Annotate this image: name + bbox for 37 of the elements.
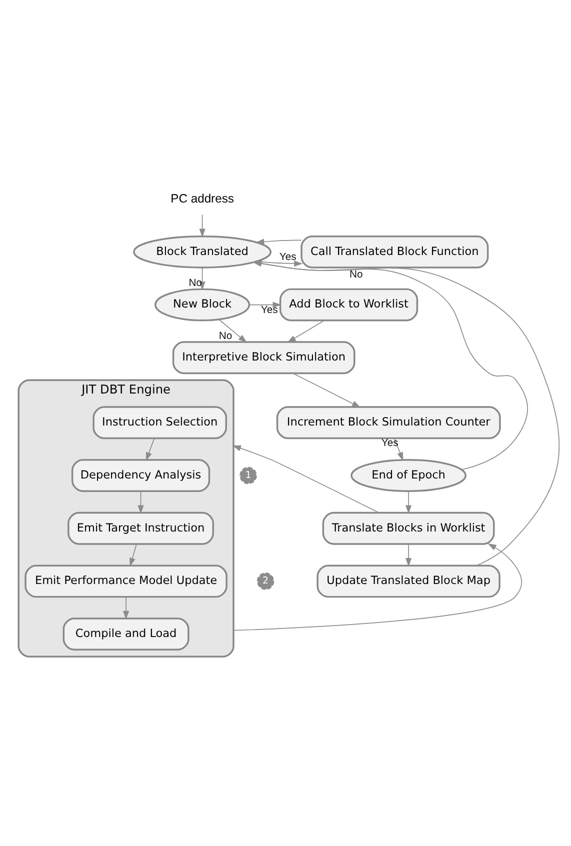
node-box: Dependency Analysis xyxy=(71,458,210,492)
label: 1 xyxy=(245,469,252,480)
node-ellipse: End of Epoch xyxy=(350,458,466,492)
node-box: Interpretive Block Simulation xyxy=(172,340,356,374)
arrow xyxy=(233,542,522,630)
node-box: Emit Target Instruction xyxy=(68,511,214,544)
arrow xyxy=(292,372,361,408)
arrow xyxy=(199,214,206,237)
node-text: PC address xyxy=(170,190,234,205)
node-box: Add Block to Worklist xyxy=(279,288,418,321)
arrow xyxy=(146,437,155,460)
arrow xyxy=(232,444,380,513)
arrow xyxy=(218,318,247,342)
edge-label: Yes xyxy=(279,252,296,263)
edge-label: Yes xyxy=(260,304,278,316)
arrow xyxy=(123,596,130,620)
node-box: Increment Block Simulation Counter xyxy=(276,406,501,439)
edge-label: No xyxy=(350,268,363,280)
edge-label: No xyxy=(218,330,232,342)
arrow xyxy=(394,437,404,460)
arrow xyxy=(255,238,302,244)
node-ellipse: New Block xyxy=(154,288,250,321)
arrow xyxy=(249,301,282,308)
node-box: Call Translated Block Function xyxy=(300,234,489,268)
label: 2 xyxy=(262,575,269,586)
node-box: Compile and Load xyxy=(62,617,190,650)
edge-label: Yes xyxy=(381,437,398,448)
node-box: Translate Blocks in Worklist xyxy=(322,511,495,544)
node-box: Update Translated Block Map xyxy=(316,564,500,598)
edge-label: No xyxy=(188,278,202,289)
arrow xyxy=(287,320,325,342)
arrow xyxy=(129,543,137,566)
arrow xyxy=(406,490,412,514)
node-box: Emit Performance Model Update xyxy=(24,564,228,598)
arrow xyxy=(406,543,412,566)
node-box: Instruction Selection xyxy=(92,406,227,439)
arrow xyxy=(138,490,144,514)
